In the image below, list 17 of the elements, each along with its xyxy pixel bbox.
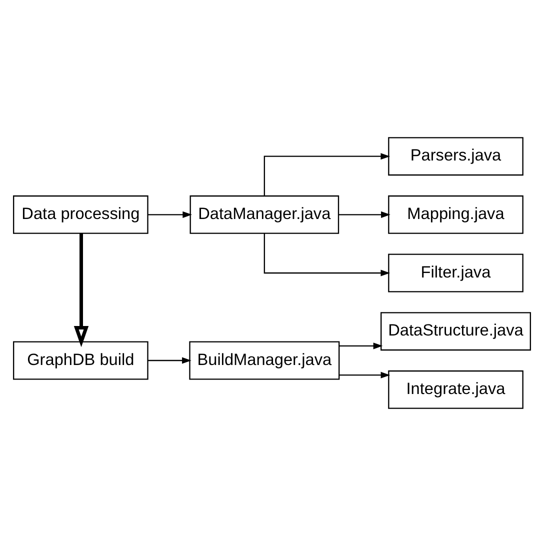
arrow <box>264 152 390 196</box>
arrow <box>338 210 390 218</box>
node-box: DataStructure.java <box>380 312 531 350</box>
arrow <box>340 371 390 378</box>
node-box: Data processing <box>13 194 148 234</box>
arrow <box>340 342 383 349</box>
arrow <box>74 232 89 347</box>
node-box: Mapping.java <box>388 194 524 234</box>
arrow <box>148 210 192 218</box>
node-box: Integrate.java <box>388 370 524 408</box>
arrow <box>148 356 192 364</box>
node-box: DataManager.java <box>190 194 340 234</box>
node-box: BuildManager.java <box>189 340 340 380</box>
node-box: GraphDB build <box>13 340 148 380</box>
node-box: Parsers.java <box>388 136 524 176</box>
node-box: Filter.java <box>388 253 524 292</box>
arrow <box>264 232 390 276</box>
